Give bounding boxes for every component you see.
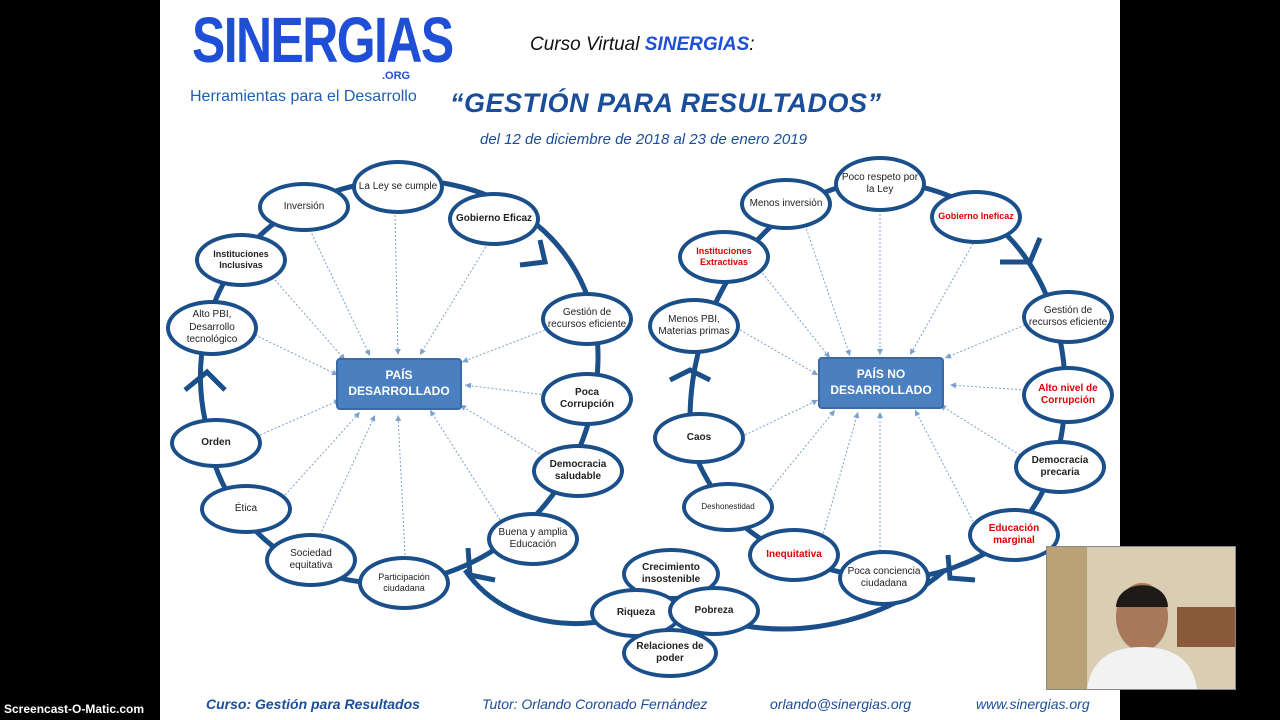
logo: SINERGIAS bbox=[192, 4, 454, 76]
footer-email[interactable]: orlando@sinergias.org bbox=[770, 696, 912, 712]
node-inequitativa: Inequitativa bbox=[748, 528, 840, 582]
node-participacion-ciudadana: Participación ciudadana bbox=[358, 556, 450, 610]
node-gestion-recursos: Gestión de recursos eficiente bbox=[541, 292, 633, 346]
logo-tagline: Herramientas para el Desarrollo bbox=[190, 88, 417, 105]
node-instituciones-extractivas: Instituciones Extractivas bbox=[678, 230, 770, 284]
node-poca-corrupcion: Poca Corrupción bbox=[541, 372, 633, 426]
course-dates: del 12 de diciembre de 2018 al 23 de ene… bbox=[480, 131, 807, 148]
node-democracia-saludable: Democracia saludable bbox=[532, 444, 624, 498]
footer-website[interactable]: www.sinergias.org bbox=[976, 696, 1090, 712]
node-deshonestidad: Deshonestidad bbox=[682, 482, 774, 532]
chevron-left-bottom bbox=[465, 547, 496, 583]
node-gobierno-eficaz: Gobierno Eficaz bbox=[448, 192, 540, 246]
page-title: “GESTIÓN PARA RESULTADOS” bbox=[450, 88, 882, 118]
right-spokes bbox=[739, 210, 1026, 555]
node-poca-conciencia: Poca conciencia ciudadana bbox=[838, 550, 930, 606]
course-suffix: : bbox=[749, 34, 755, 55]
node-alto-pbi: Alto PBI, Desarrollo tecnológico bbox=[166, 300, 258, 356]
node-democracia-precaria: Democracia precaria bbox=[1014, 440, 1106, 494]
node-inversion: Inversión bbox=[258, 182, 350, 232]
node-poco-respeto-ley: Poco respeto por la Ley bbox=[834, 156, 926, 212]
recorder-watermark: Screencast-O-Matic.com bbox=[4, 702, 145, 716]
chevron-right-top bbox=[1000, 237, 1043, 265]
node-sociedad-equitativa: Sociedad equitativa bbox=[265, 533, 357, 587]
chevron-right-bottom bbox=[945, 554, 976, 583]
node-caos: Caos bbox=[653, 412, 745, 464]
node-la-ley-se-cumple: La Ley se cumple bbox=[352, 160, 444, 214]
node-menos-inversion: Menos inversión bbox=[740, 178, 832, 230]
node-menos-pbi: Menos PBI, Materias primas bbox=[648, 298, 740, 354]
left-spokes bbox=[254, 214, 551, 556]
connector-arc-left bbox=[462, 568, 611, 626]
node-educacion-marginal: Educación marginal bbox=[968, 508, 1060, 562]
node-gestion-recursos-r: Gestión de recursos eficiente bbox=[1022, 290, 1114, 344]
right-center-box: PAÍS NO DESARROLLADO bbox=[818, 357, 944, 409]
course-brand: SINERGIAS bbox=[644, 34, 750, 55]
course-prefix: Curso Virtual bbox=[530, 34, 645, 55]
node-pobreza: Pobreza bbox=[668, 586, 760, 636]
logo-suffix: .ORG bbox=[382, 70, 411, 82]
footer-course: Curso: Gestión para Resultados bbox=[206, 696, 420, 712]
node-gobierno-ineficaz: Gobierno Ineficaz bbox=[930, 190, 1022, 244]
chevron-right-side bbox=[668, 367, 712, 383]
node-orden: Orden bbox=[170, 418, 262, 468]
node-instituciones-inclusivas: Instituciones Inclusivas bbox=[195, 233, 287, 287]
node-buena-educacion: Buena y amplia Educación bbox=[487, 512, 579, 566]
webcam-overlay bbox=[1046, 546, 1236, 690]
chevron-left-side bbox=[183, 368, 227, 392]
left-center-box: PAÍS DESARROLLADO bbox=[336, 358, 462, 410]
node-relaciones-poder: Relaciones de poder bbox=[622, 628, 718, 678]
course-heading: Curso Virtual SINERGIAS: bbox=[530, 34, 755, 56]
presenter-video bbox=[1047, 547, 1235, 689]
node-alto-nivel-corrupcion: Alto nivel de Corrupción bbox=[1022, 366, 1114, 424]
footer-tutor: Tutor: Orlando Coronado Fernández bbox=[482, 696, 708, 712]
node-etica: Ética bbox=[200, 484, 292, 534]
chevron-left-top bbox=[519, 239, 549, 268]
